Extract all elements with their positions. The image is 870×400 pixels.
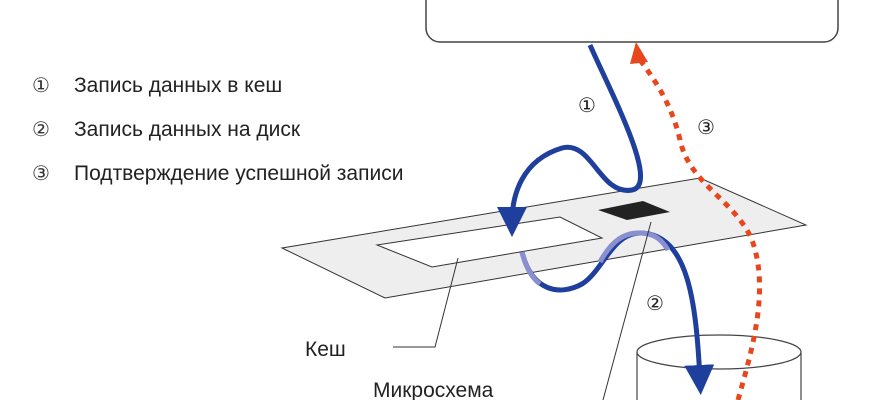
legend-item: ① Запись данных в кеш bbox=[32, 64, 403, 108]
legend-marker: ② bbox=[32, 119, 50, 141]
step-1-marker: ① bbox=[578, 95, 596, 117]
legend-marker: ① bbox=[32, 75, 50, 97]
legend-item: ② Запись данных на диск bbox=[32, 108, 403, 152]
legend-item: ③ Подтверждение успешной записи bbox=[32, 152, 403, 196]
step-3-marker: ③ bbox=[697, 117, 715, 139]
ack-arrowhead bbox=[630, 42, 648, 64]
chip bbox=[598, 201, 670, 220]
legend: ① Запись данных в кеш ② Запись данных на д… bbox=[32, 64, 403, 196]
cache-label: Кеш bbox=[305, 338, 346, 361]
step-2-marker: ② bbox=[646, 293, 664, 315]
host-box bbox=[425, 0, 839, 43]
chip-label: Микросхема bbox=[373, 379, 494, 400]
legend-label: Запись данных в кеш bbox=[74, 74, 283, 97]
legend-label: Запись данных на диск bbox=[74, 118, 301, 141]
legend-label: Подтверждение успешной записи bbox=[74, 162, 404, 185]
ack-arrow bbox=[637, 58, 763, 400]
cache-leader-line bbox=[393, 257, 459, 348]
chip-leader-line bbox=[602, 221, 652, 400]
disk-icon bbox=[636, 334, 802, 400]
legend-marker: ③ bbox=[32, 163, 50, 185]
write-to-cache-arrow bbox=[497, 43, 644, 237]
